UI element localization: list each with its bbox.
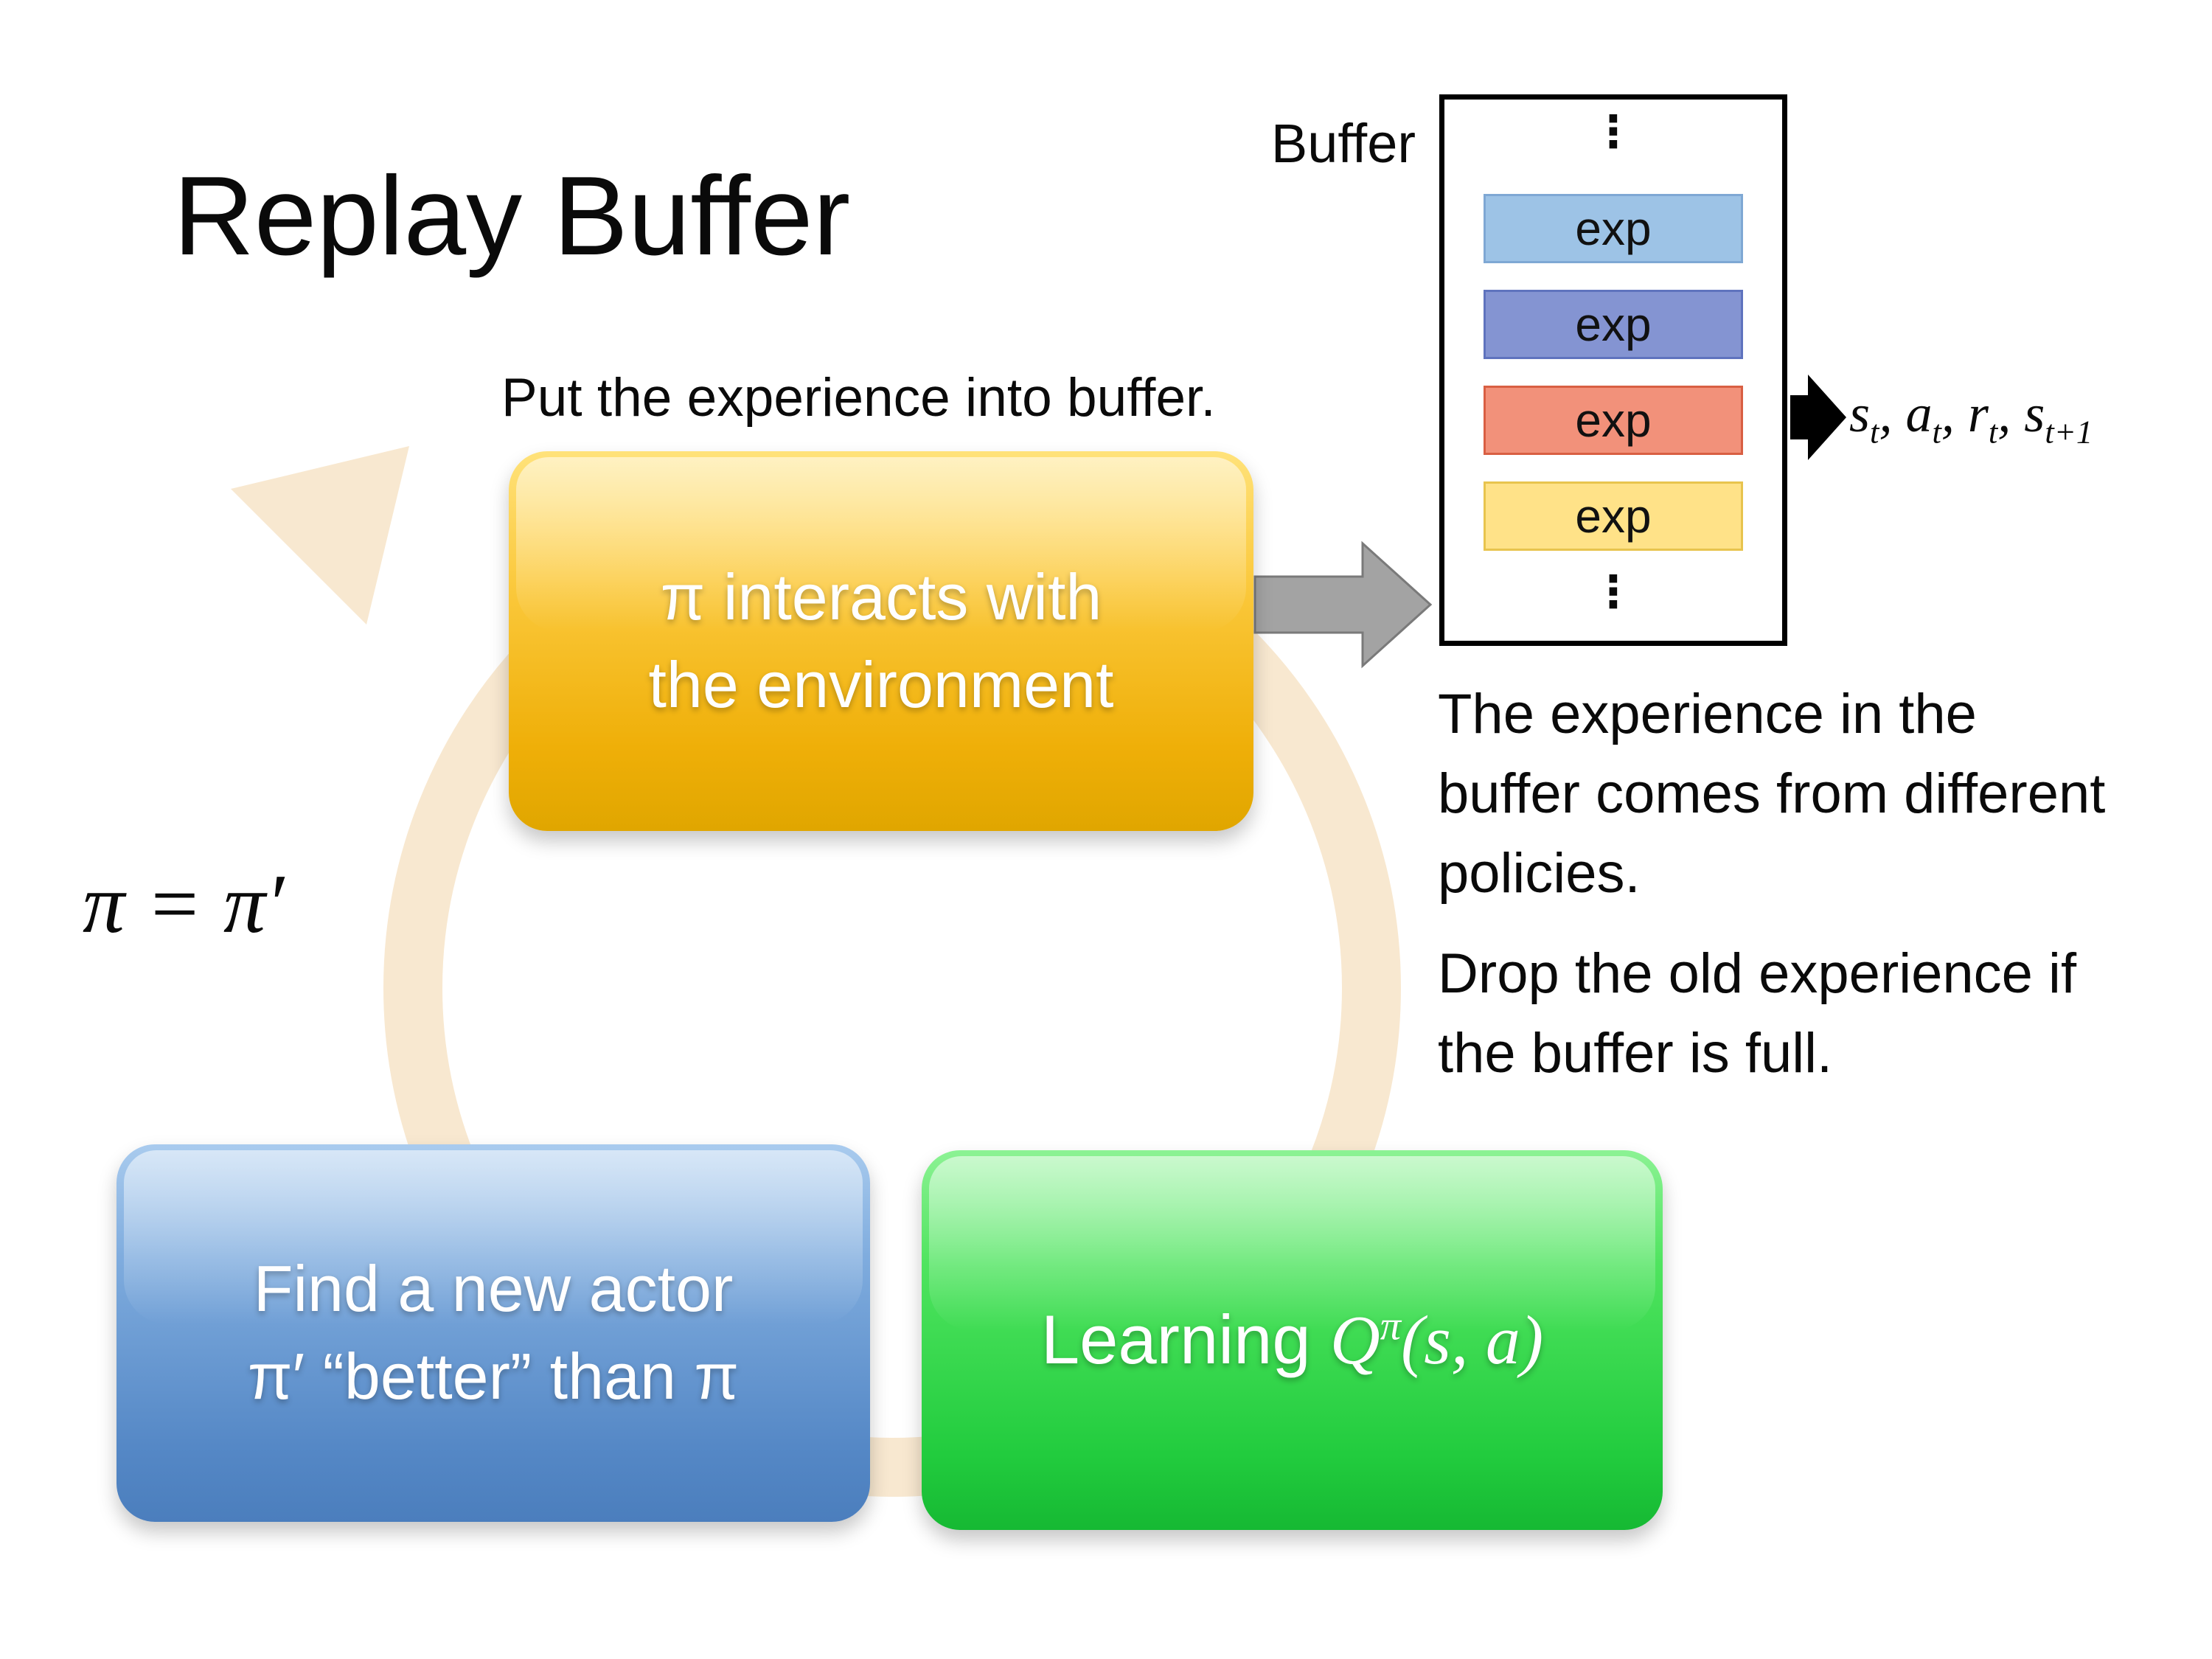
ellipsis-top: ⋮ [1591, 106, 1635, 158]
learning-prefix: Learning [1040, 1300, 1330, 1378]
buffer-label: Buffer [1270, 113, 1416, 174]
learning-args: (s, a) [1400, 1301, 1544, 1379]
page-title: Replay Buffer [173, 153, 851, 279]
note-different-policies: The experience in the buffer comes from … [1438, 683, 2106, 905]
learning-box: Learning Qπ(s, a) [922, 1150, 1663, 1530]
find-box-line1: Find a new actor [253, 1252, 734, 1326]
tuple-r: , r [1941, 384, 1989, 443]
find-actor-box: Find a new actor π′ “better” than π [116, 1144, 870, 1522]
learning-box-label: Learning Qπ(s, a) [1041, 1293, 1543, 1388]
buffer-box: ⋮ exp exp exp exp ⋮ [1439, 94, 1787, 646]
ellipsis-bottom: ⋮ [1591, 566, 1635, 618]
find-box-line2: π′ “better” than π [247, 1340, 740, 1413]
note-drop-old: Drop the old experience if the buffer is… [1438, 942, 2077, 1085]
put-experience-caption: Put the experience into buffer. [501, 368, 1216, 428]
experience-tuple: st, at, rt, st+1 [1849, 383, 2093, 451]
exp-item-2: exp [1484, 290, 1743, 359]
tuple-r-sub: t [1988, 413, 1998, 451]
exp-item-1: exp [1484, 194, 1743, 263]
tuple-s-next: , s [1997, 384, 2045, 443]
learning-q-sup: π [1380, 1303, 1401, 1349]
tuple-s-next-sub: t+1 [2045, 413, 2093, 451]
actor-box-line1: π interacts with [660, 560, 1102, 633]
tuple-s: s [1849, 384, 1871, 443]
black-arrow-icon [1790, 375, 1846, 460]
exp-item-3: exp [1484, 386, 1743, 455]
tuple-a: , a [1879, 384, 1933, 443]
tuple-s-sub: t [1870, 413, 1879, 451]
exp-item-4: exp [1484, 481, 1743, 551]
learning-q: Q [1329, 1301, 1380, 1379]
policy-update-equation: π = π′ [83, 857, 285, 950]
tuple-a-sub: t [1932, 413, 1941, 451]
gray-arrow-icon [1253, 540, 1433, 669]
buffer-notes: The experience in the buffer comes from … [1438, 675, 2131, 1093]
actor-box-line2: the environment [648, 647, 1114, 721]
actor-interacts-box: π interacts with the environment [509, 451, 1253, 831]
cycle-arrowhead-icon [231, 446, 409, 625]
